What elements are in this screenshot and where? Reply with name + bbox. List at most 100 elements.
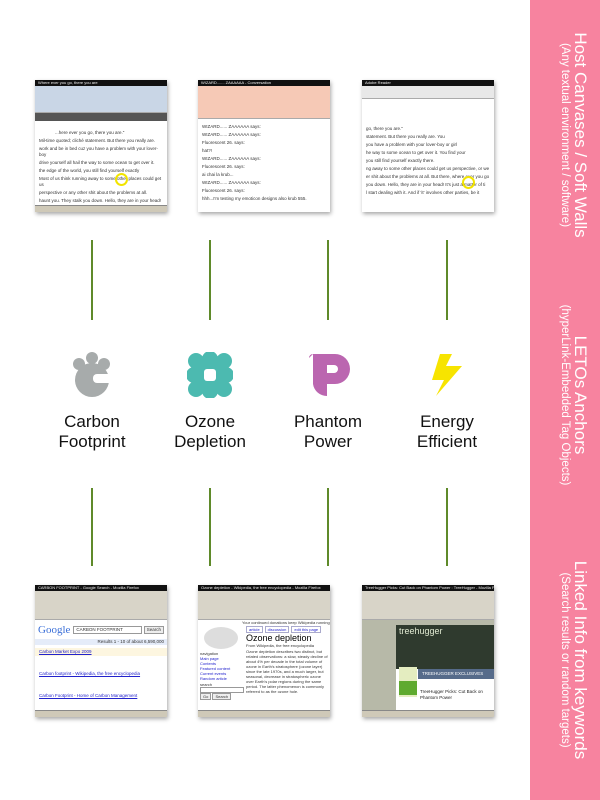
section-letos-anchors: LETOs Anchors (hyperLink-Embedded Tag Ob… — [558, 300, 590, 490]
section-title: Host Canvases / Soft Walls — [571, 32, 590, 238]
host-messenger[interactable]: WIZARD....... ZAAAAAA - Conversation WIZ… — [198, 80, 330, 212]
label-line: Efficient — [416, 432, 478, 451]
mail-icon — [399, 681, 417, 695]
nav-link[interactable]: Featured content — [200, 666, 231, 671]
doc-line: er shit about the problems at all. But t… — [366, 174, 490, 179]
result-link[interactable]: Carbon Footprint - Home of Carbon Manage… — [39, 693, 138, 698]
search-button[interactable]: Search — [212, 693, 232, 700]
nav-link[interactable]: Main page — [200, 656, 219, 661]
host-pdf-reader[interactable]: Adobe Reader go, there you are." stateme… — [362, 80, 494, 212]
doc-line: you have a problem with your lover-boy o… — [366, 142, 458, 147]
label-line: Depletion — [174, 432, 246, 451]
section-subtitle: (Search results or random targets) — [559, 572, 571, 748]
google-logo: Google — [38, 624, 71, 636]
window-title: CARBON FOOTPRINT - Google Search - Mozil… — [35, 585, 167, 591]
donation-banner: Your continued donations keep Wikipedia … — [242, 620, 330, 625]
chat-line: hat?! — [202, 148, 213, 153]
connector-line — [91, 488, 93, 566]
doc-line: ...here ever you go, there you are." — [55, 130, 125, 135]
embedded-anchor-icon[interactable] — [115, 173, 128, 186]
result-link[interactable]: Carbon Market Expo 2009 — [35, 648, 167, 656]
embedded-anchor-icon[interactable] — [462, 176, 475, 189]
doc-line: you down. Hello, they are in your head! … — [366, 182, 486, 187]
search-input[interactable] — [200, 687, 244, 693]
article-title: TreeHugger Picks: Cut Back on Phantom Po… — [420, 689, 483, 700]
tab-edit[interactable]: edit this page — [291, 626, 322, 633]
doc-line: Mil-time quoted; cliché statement. But t… — [39, 138, 156, 143]
go-button[interactable]: Go — [200, 693, 212, 700]
doc-line: Most of us think running away to some ot… — [39, 176, 162, 187]
chat-line: Fluorescent 26. says: — [202, 164, 245, 169]
page-subtitle: From Wikipedia, the free encyclopedia — [246, 643, 315, 648]
lightning-icon[interactable] — [423, 352, 469, 398]
result-google-search[interactable]: CARBON FOOTPRINT - Google Search - Mozil… — [35, 585, 167, 717]
page-heading: Ozone depletion — [246, 633, 312, 643]
taskbar — [35, 710, 167, 717]
doc-line: l start dealing with it. And if 'it' inv… — [366, 190, 480, 195]
chat-line: hhh...I'm testing my emoticon designs al… — [202, 196, 307, 201]
result-wikipedia[interactable]: Ozone depletion - Wikipedia, the free en… — [198, 585, 330, 717]
window-title: Adobe Reader — [362, 80, 494, 86]
connector-line — [91, 240, 93, 320]
doc-line: work and be in bed cuz you have a proble… — [39, 146, 158, 157]
chat-line: WIZARD...... ZAAAAAA says: — [202, 156, 261, 161]
chat-line: WIZARD...... ZAAAAAA says: — [202, 132, 261, 137]
search-button[interactable]: Search — [143, 626, 164, 634]
article-body: Ozone depletion describes two distinct, … — [246, 649, 328, 694]
search-input[interactable]: CARBON FOOTPRINT — [73, 626, 142, 634]
legend-sidebar: Host Canvases / Soft Walls (Any textual … — [530, 0, 600, 800]
nav-title: navigation — [200, 651, 219, 656]
section-title: Linked Info from keywords — [571, 560, 590, 760]
label-line: Energy — [420, 412, 474, 431]
phantom-p-icon[interactable] — [305, 352, 351, 398]
doc-line: the edge of the world, you still find yo… — [39, 168, 140, 173]
taskbar — [198, 710, 330, 717]
section-subtitle: (Any textual environment / software) — [559, 42, 571, 228]
connector-line — [446, 488, 448, 566]
connector-line — [446, 240, 448, 320]
carbon-footprint-icon[interactable] — [69, 352, 115, 398]
article-tabs: article discussion edit this page — [246, 626, 322, 633]
window-title: WIZARD....... ZAAAAAA - Conversation — [198, 80, 330, 86]
result-link[interactable]: Carbon footprint - Wikipedia, the free e… — [39, 671, 141, 676]
window-title: TreeHugger Picks: Cut Back on Phantom Po… — [362, 585, 494, 591]
chat-line: WIZARD...... ZAAAAAA says: — [202, 180, 261, 185]
nav-link[interactable]: Contents — [200, 661, 217, 666]
chat-line: WIZARD...... ZAAAAAA says: — [202, 124, 261, 129]
chat-line: ai chai la krub... — [202, 172, 234, 177]
nav-link[interactable]: Current events — [200, 671, 227, 676]
result-treehugger[interactable]: TreeHugger Picks: Cut Back on Phantom Po… — [362, 585, 494, 717]
label-line: Power — [303, 432, 353, 451]
window-title: Where ever you go, there you are — [35, 80, 167, 86]
treehugger-logo: treehugger — [399, 626, 443, 636]
host-word-document[interactable]: Where ever you go, there you are ...here… — [35, 80, 167, 212]
window-title: Ozone depletion - Wikipedia, the free en… — [198, 585, 330, 591]
label-line: Phantom — [293, 412, 363, 431]
ozone-flower-icon[interactable] — [187, 352, 233, 398]
tab-discussion[interactable]: discussion — [264, 626, 290, 633]
label-line: Ozone — [184, 412, 236, 431]
chat-line: Fluorescent 26. says: — [202, 188, 245, 193]
doc-line: statement. But there you really are. You — [366, 134, 445, 139]
exclusives-banner: TREEHUGGER EXCLUSIVES — [418, 669, 494, 679]
connector-line — [209, 488, 211, 566]
doc-line: haunt you. They stalk you down. Hello, t… — [39, 198, 161, 203]
doc-line: perspective or any other shit about the … — [39, 190, 148, 195]
doc-line: he way to some ocean to get over it. You… — [366, 150, 466, 155]
nav-link[interactable]: Random article — [200, 676, 227, 681]
doc-line: you still find yourself exactly there. — [366, 158, 435, 163]
chat-line: Fluorescent 26. says: — [202, 140, 245, 145]
connector-line — [327, 488, 329, 566]
taskbar — [362, 710, 494, 717]
taskbar — [35, 205, 167, 212]
search-label: search — [200, 682, 213, 687]
section-title: LETOs Anchors — [571, 335, 590, 455]
tab-article[interactable]: article — [246, 626, 263, 633]
connector-line — [327, 240, 329, 320]
section-host-canvases: Host Canvases / Soft Walls (Any textual … — [558, 20, 590, 250]
doc-line: drive yourself all hail the way to some … — [39, 160, 155, 165]
